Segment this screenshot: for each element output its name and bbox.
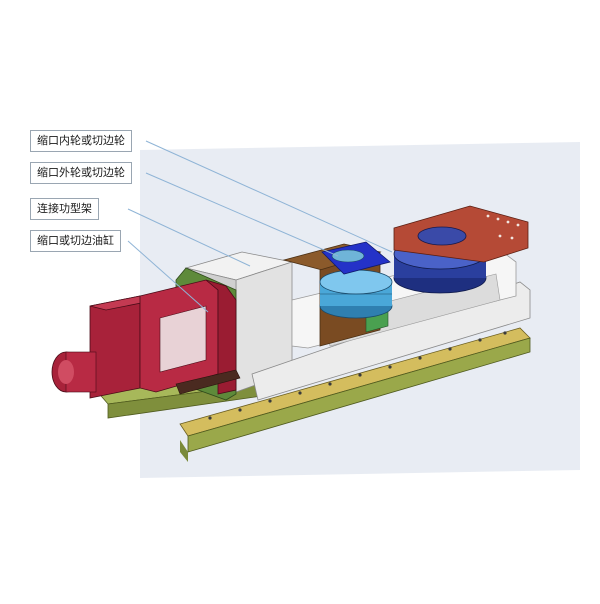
callout-frame: 连接功型架 <box>30 198 99 220</box>
cylinder-nose-face <box>58 360 74 384</box>
outer-wheel-top <box>319 269 393 295</box>
callout-outer-wheel: 缩口外轮或切边轮 <box>30 162 132 184</box>
base-rail-bottom <box>180 440 188 462</box>
leader-lines <box>127 140 393 313</box>
top-arm-bore <box>417 226 467 246</box>
cylinder-back-flange <box>205 279 237 395</box>
cylinder-window <box>159 305 207 373</box>
piston-rod <box>175 369 241 395</box>
blue-top-disc <box>331 249 365 263</box>
callout-cylinder: 缩口或切边油缸 <box>30 230 121 252</box>
base-rail-side <box>187 337 531 453</box>
rail-holes <box>208 331 507 420</box>
cylinder-flange-front <box>89 295 141 399</box>
top-arm-holes <box>486 214 520 240</box>
callout-inner-wheel: 缩口内轮或切边轮 <box>30 130 132 152</box>
